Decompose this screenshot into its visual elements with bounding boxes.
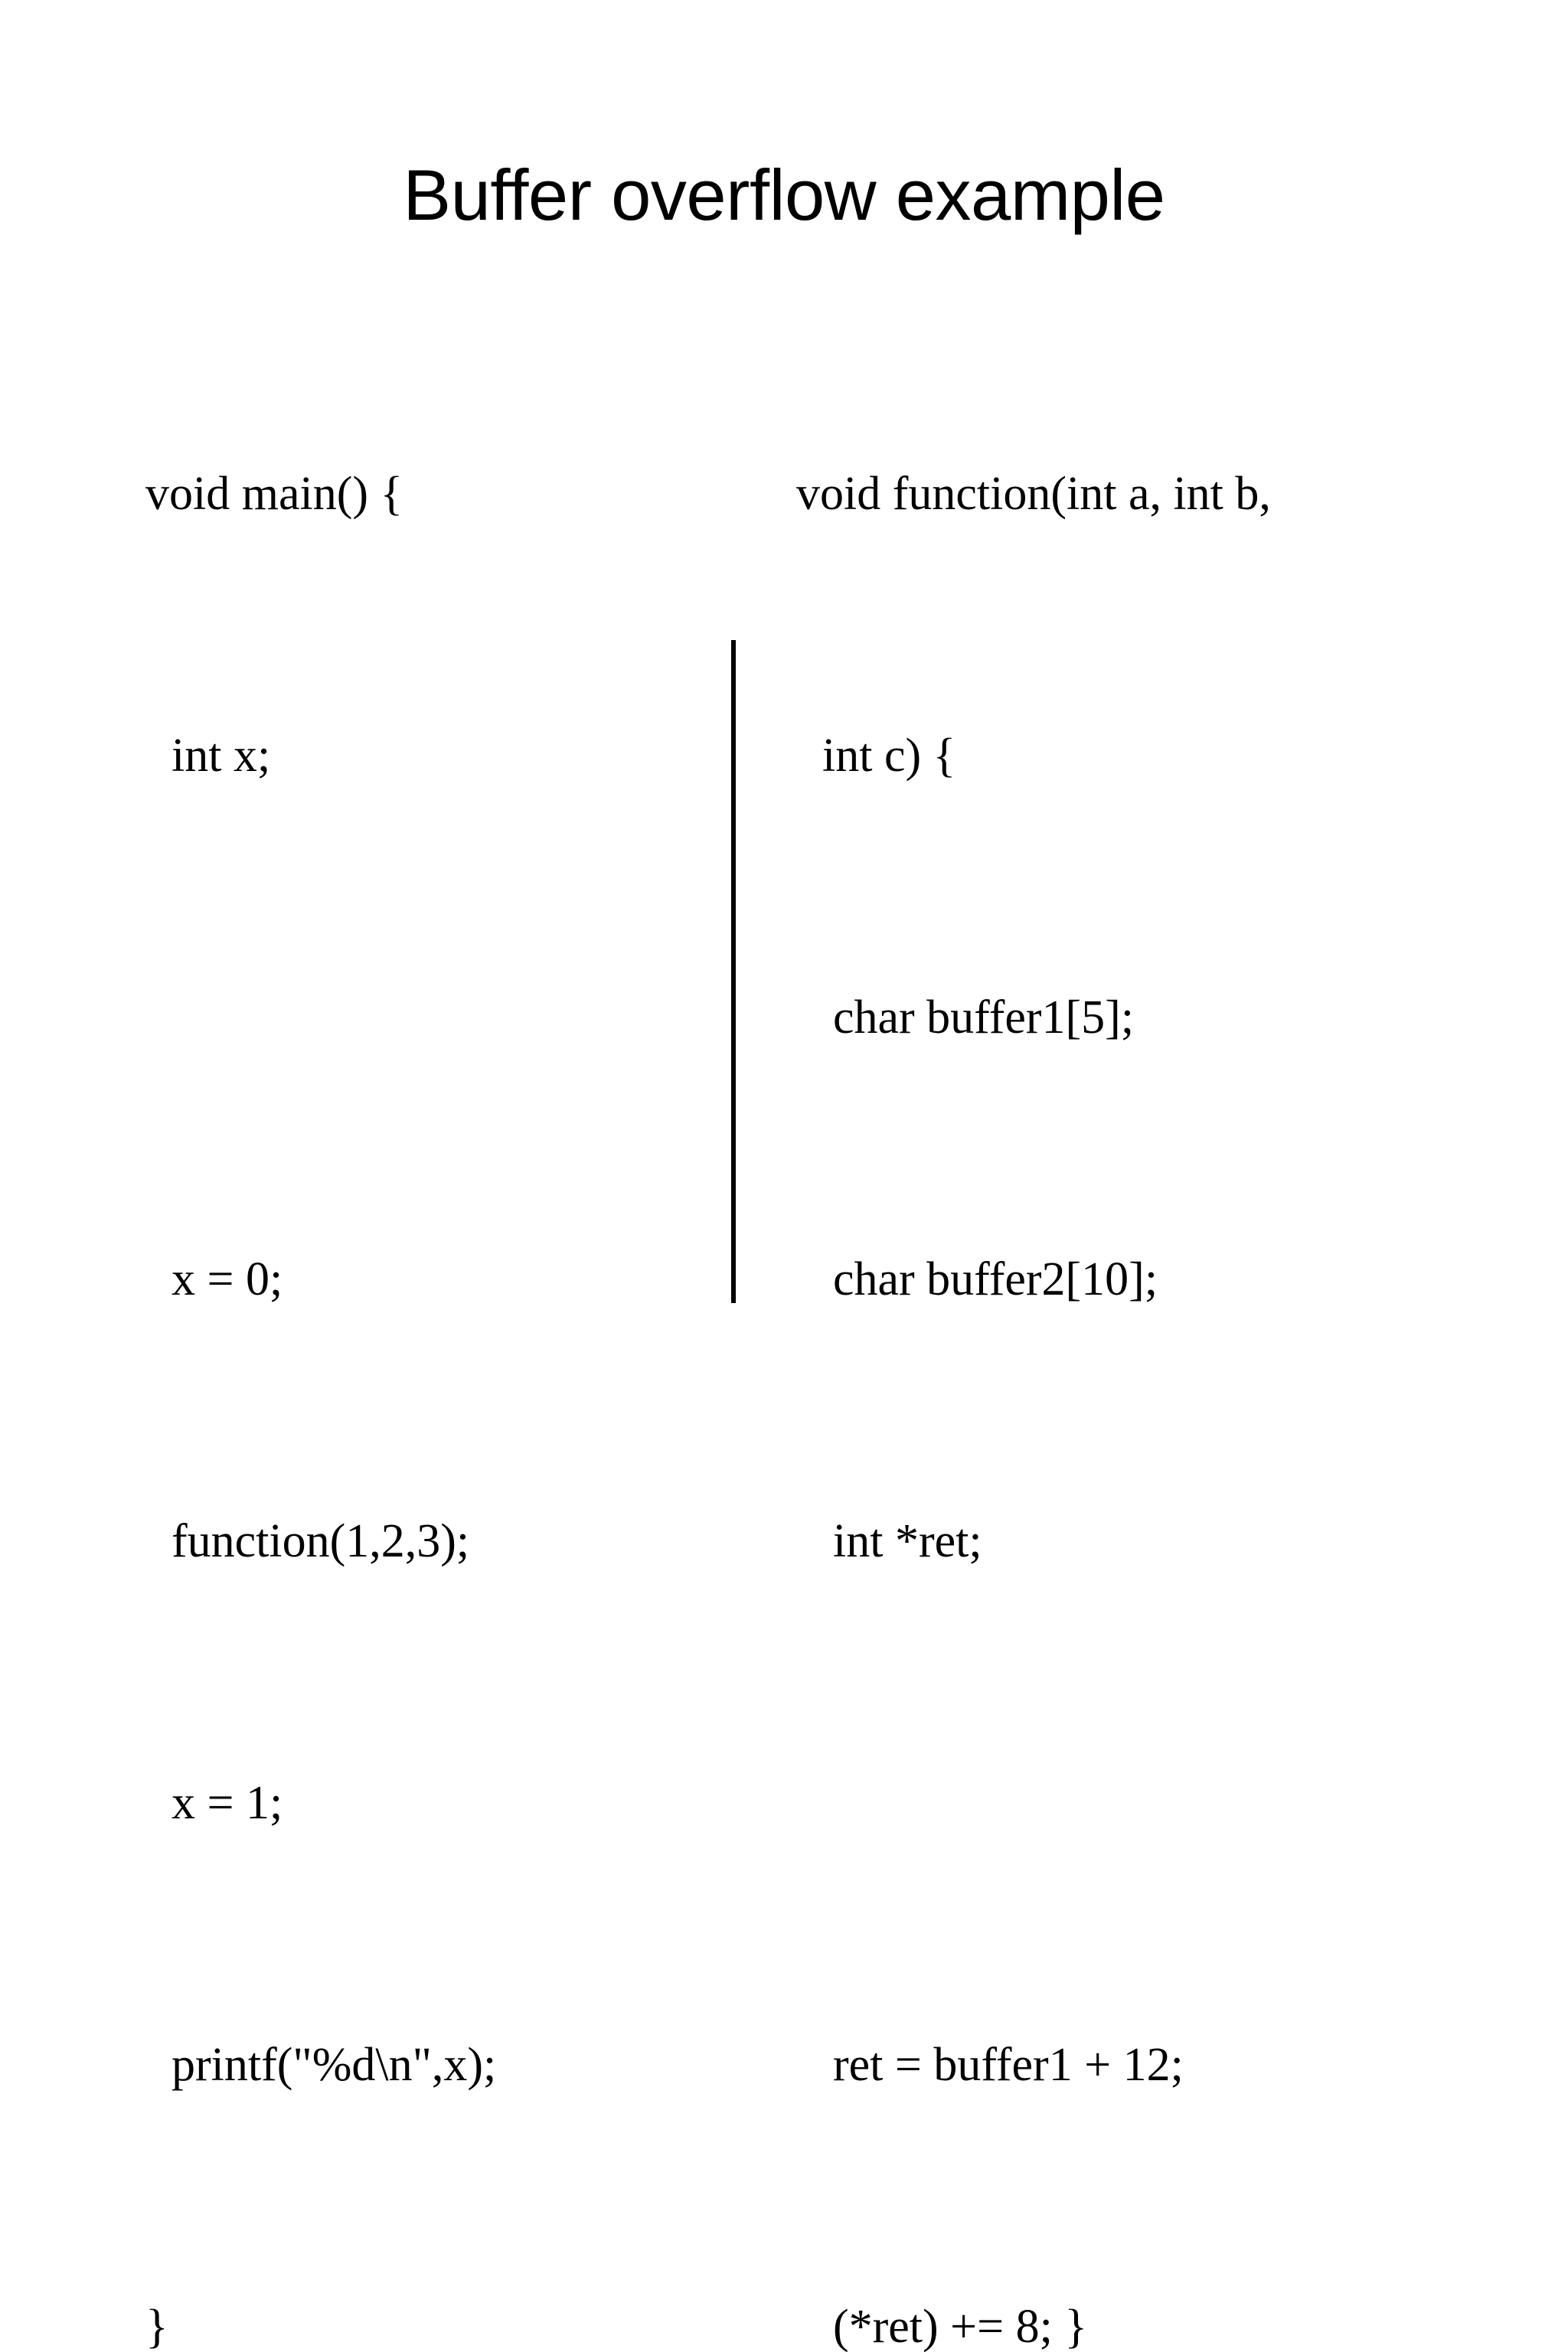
code-line: function(1,2,3); bbox=[172, 1515, 470, 1567]
code-block-main: void main() { int x; x = 0; function(1,2… bbox=[145, 276, 697, 2352]
code-line-blank bbox=[145, 974, 697, 1061]
code-line-blank bbox=[796, 1759, 1485, 1847]
code-line: int *ret; bbox=[833, 1515, 982, 1567]
code-line: char buffer2[10]; bbox=[833, 1253, 1158, 1305]
page-title: Buffer overflow example bbox=[403, 155, 1165, 235]
code-line: (*ret) += 8; } bbox=[833, 2301, 1088, 2352]
code-line: printf("%d\n",x); bbox=[172, 2039, 497, 2091]
code-line: x = 1; bbox=[172, 1777, 283, 1829]
code-line: x = 0; bbox=[172, 1253, 283, 1305]
code-line: ret = buffer1 + 12; bbox=[833, 2039, 1184, 2091]
code-line: int x; bbox=[172, 730, 271, 782]
code-block-function: void function(int a, int b, int c) { cha… bbox=[796, 276, 1485, 2352]
code-line: int c) { bbox=[822, 730, 956, 782]
column-divider bbox=[731, 640, 736, 1303]
code-line: void function(int a, int b, bbox=[796, 468, 1271, 520]
slide-body: void main() { int x; x = 0; function(1,2… bbox=[0, 276, 1568, 2352]
slide-canvas: Buffer overflow example void main() { in… bbox=[0, 155, 1568, 2352]
code-line: char buffer1[5]; bbox=[833, 991, 1135, 1044]
code-line: void main() { bbox=[145, 468, 403, 520]
code-line: } bbox=[145, 2301, 168, 2352]
